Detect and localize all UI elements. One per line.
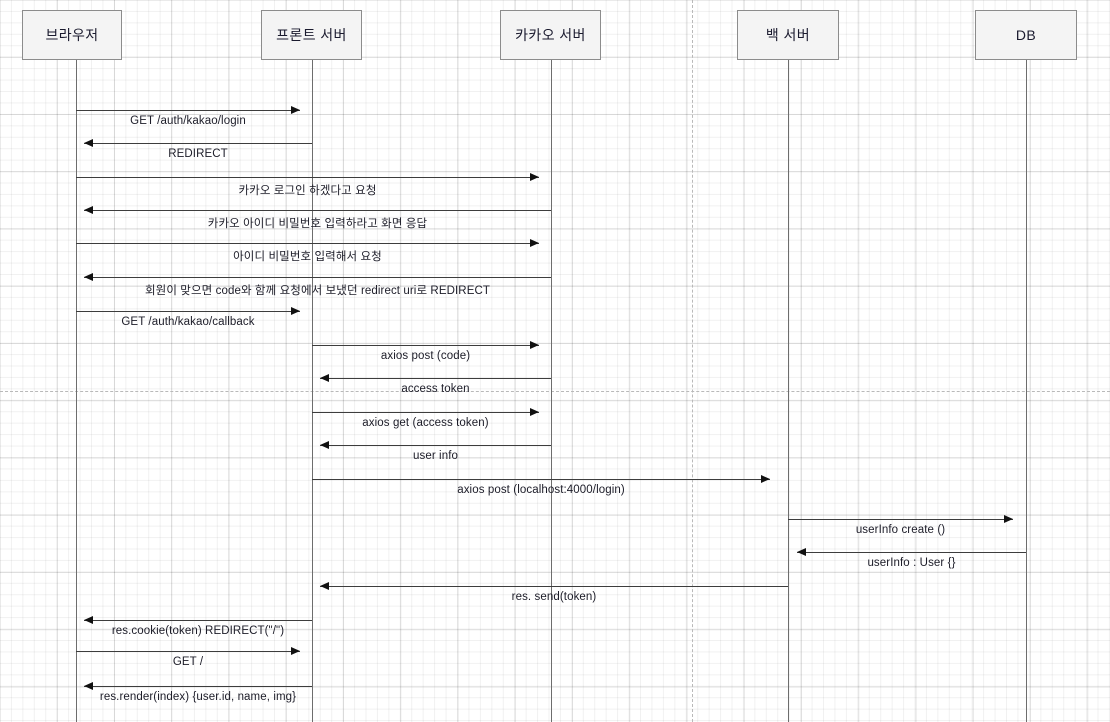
message-line-12 [312,479,770,480]
message-label-16: res.cookie(token) REDIRECT("/") [111,625,285,637]
message-line-5 [76,243,539,244]
message-line-7 [76,311,300,312]
message-line-1 [76,110,300,111]
actor-label-db: DB [1015,27,1037,43]
message-line-8 [312,345,539,346]
actor-box-browser[interactable]: 브라우저 [22,10,122,60]
arrow-head-left-16 [84,616,93,625]
message-line-15 [320,586,788,587]
arrow-head-right-13 [1004,515,1013,524]
lifeline-browser [76,60,77,722]
message-line-16 [84,620,312,621]
message-label-1: GET /auth/kakao/login [130,115,246,127]
arrow-head-left-4 [84,206,93,215]
message-label-6: 회원이 맞으면 code와 함께 요청에서 보냈던 redirect uri로 … [144,285,491,297]
message-line-4 [84,210,551,211]
arrow-head-right-8 [530,341,539,350]
lifeline-back [788,60,789,722]
message-label-2: REDIRECT [168,148,228,160]
message-line-17 [76,651,300,652]
arrow-head-right-17 [291,647,300,656]
actor-box-db[interactable]: DB [975,10,1077,60]
message-line-6 [84,277,551,278]
message-line-3 [76,177,539,178]
message-label-18: res.render(index) {user.id, name, img} [99,691,297,703]
arrow-head-left-9 [320,374,329,383]
actor-box-back[interactable]: 백 서버 [737,10,839,60]
lifeline-db [1026,60,1027,722]
message-line-14 [797,552,1026,553]
actor-box-front[interactable]: 프론트 서버 [261,10,362,60]
message-line-11 [320,445,551,446]
actor-label-back: 백 서버 [765,27,811,43]
message-label-11: user info [412,450,458,462]
message-label-12: axios post (localhost:4000/login) [457,484,625,496]
actor-box-kakao[interactable]: 카카오 서버 [500,10,601,60]
message-label-5: 아이디 비밀번호 입력해서 요청 [233,251,382,263]
message-line-10 [312,412,539,413]
arrow-head-left-11 [320,441,329,450]
actor-label-browser: 브라우저 [45,27,99,43]
message-line-9 [320,378,551,379]
arrow-head-left-15 [320,582,329,591]
message-label-17: GET / [172,656,204,668]
arrow-head-right-12 [761,475,770,484]
arrow-head-right-3 [530,173,539,182]
lifeline-front [312,60,313,722]
message-label-3: 카카오 로그인 하겠다고 요청 [238,185,377,197]
arrow-head-left-14 [797,548,806,557]
message-label-4: 카카오 아이디 비밀번호 입력하라고 화면 응답 [207,218,428,230]
arrow-head-right-5 [530,239,539,248]
message-line-18 [84,686,312,687]
arrow-head-left-2 [84,139,93,148]
message-label-7: GET /auth/kakao/callback [121,316,255,328]
arrow-head-right-10 [530,408,539,417]
page-break-vertical [692,0,693,722]
message-label-8: axios post (code) [380,350,471,362]
message-label-15: res. send(token) [511,591,597,603]
message-line-13 [788,519,1013,520]
arrow-head-right-1 [291,106,300,115]
actor-label-kakao: 카카오 서버 [515,27,586,43]
message-label-9: access token [401,383,470,395]
page-break-horizontal [0,391,1110,392]
arrow-head-right-7 [291,307,300,316]
message-line-2 [84,143,312,144]
lifeline-kakao [551,60,552,722]
actor-label-front: 프론트 서버 [276,27,347,43]
message-label-13: userInfo create () [855,524,946,536]
arrow-head-left-6 [84,273,93,282]
message-label-10: axios get (access token) [362,417,489,429]
message-label-14: userInfo : User {} [867,557,956,569]
arrow-head-left-18 [84,682,93,691]
